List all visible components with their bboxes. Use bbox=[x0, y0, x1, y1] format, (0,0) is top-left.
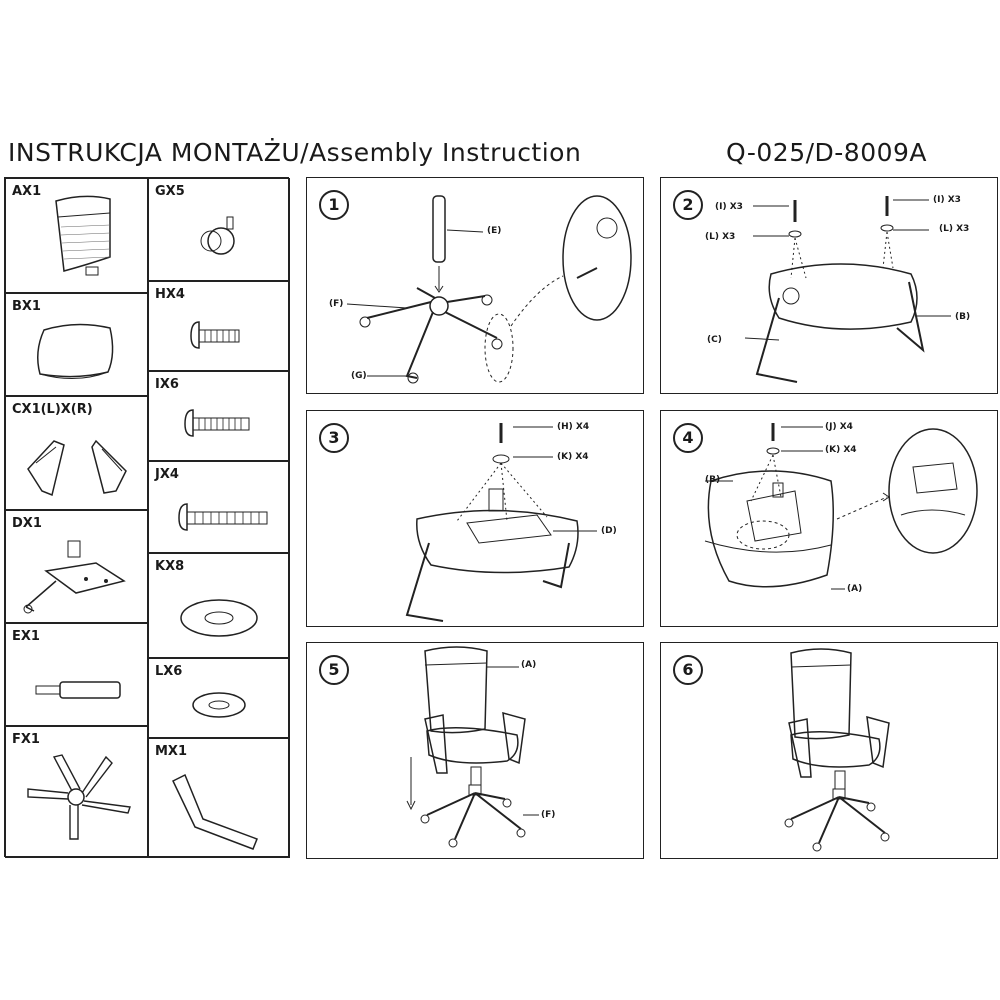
step-1-illustration bbox=[346, 195, 632, 384]
small-washer-icon bbox=[192, 692, 246, 718]
step-4-panel: 4 (J) X4 (K) X4 (B) (A) bbox=[660, 410, 998, 627]
short-bolt-icon bbox=[190, 321, 240, 349]
backrest-icon bbox=[55, 195, 111, 276]
part-gx-cell: GX5 bbox=[148, 178, 290, 281]
part-label: JX4 bbox=[155, 467, 179, 482]
callout-b: (B) bbox=[955, 312, 971, 322]
step-number: 3 bbox=[319, 423, 349, 453]
callout-l-left: (L) X3 bbox=[705, 232, 736, 242]
medium-bolt-icon bbox=[184, 409, 250, 437]
step-3-panel: 3 (H) X4 (K) X4 (D) bbox=[306, 410, 644, 627]
step-4-illustration bbox=[704, 423, 978, 590]
callout-b: (B) bbox=[705, 475, 721, 485]
assembled-chair-illustration bbox=[784, 648, 890, 852]
part-label: BX1 bbox=[12, 299, 41, 314]
callout-a: (A) bbox=[847, 584, 863, 594]
step-number: 4 bbox=[673, 423, 703, 453]
mechanism-icon bbox=[23, 540, 126, 614]
callout-k: (K) X4 bbox=[557, 452, 589, 462]
callout-i-left: (I) X3 bbox=[715, 202, 743, 212]
callout-l-right: (L) X3 bbox=[939, 224, 970, 234]
step-5-panel: 5 (A) (F) bbox=[306, 642, 644, 859]
callout-d: (D) bbox=[601, 526, 617, 536]
callout-i-right: (I) X3 bbox=[933, 195, 961, 205]
seat-icon bbox=[37, 323, 114, 380]
part-label: CX1(L)X(R) bbox=[12, 402, 93, 417]
part-label: MX1 bbox=[155, 744, 188, 759]
part-label: DX1 bbox=[12, 516, 42, 531]
callout-f: (F) bbox=[541, 810, 556, 820]
allen-key-icon bbox=[172, 773, 258, 850]
part-label: LX6 bbox=[155, 664, 183, 679]
part-ax-cell: AX1 bbox=[5, 178, 148, 293]
part-cx-cell: CX1(L)X(R) bbox=[5, 396, 148, 510]
part-ex-cell: EX1 bbox=[5, 623, 148, 726]
step-number: 2 bbox=[673, 190, 703, 220]
part-label: IX6 bbox=[155, 377, 179, 392]
callout-c: (C) bbox=[707, 335, 722, 345]
large-washer-icon bbox=[180, 599, 258, 637]
part-label: GX5 bbox=[155, 184, 185, 199]
gas-lift-icon bbox=[35, 681, 121, 699]
part-label: AX1 bbox=[12, 184, 42, 199]
part-dx-cell: DX1 bbox=[5, 510, 148, 623]
step-3-illustration bbox=[405, 423, 597, 622]
step-5-illustration bbox=[406, 646, 539, 848]
step-number: 1 bbox=[319, 190, 349, 220]
callout-h: (H) X4 bbox=[557, 422, 590, 432]
part-kx-cell: KX8 bbox=[148, 553, 290, 658]
step-6-panel: 6 bbox=[660, 642, 998, 859]
part-ix-cell: IX6 bbox=[148, 371, 290, 461]
long-bolt-icon bbox=[178, 503, 268, 531]
step-2-illustration bbox=[744, 196, 951, 383]
callout-j: (J) X4 bbox=[825, 422, 853, 432]
callout-g: (G) bbox=[351, 371, 367, 381]
part-jx-cell: JX4 bbox=[148, 461, 290, 553]
step-number: 6 bbox=[673, 655, 703, 685]
part-label: FX1 bbox=[12, 732, 40, 747]
part-hx-cell: HX4 bbox=[148, 281, 290, 371]
callout-a: (A) bbox=[521, 660, 537, 670]
part-mx-cell: MX1 bbox=[148, 738, 290, 858]
callout-k: (K) X4 bbox=[825, 445, 857, 455]
page-title: INSTRUKCJA MONTAŻU/Assembly Instruction bbox=[8, 138, 582, 167]
part-label: KX8 bbox=[155, 559, 185, 574]
part-label: HX4 bbox=[155, 287, 185, 302]
part-lx-cell: LX6 bbox=[148, 658, 290, 738]
model-number: Q-025/D-8009A bbox=[726, 138, 928, 167]
base-icon bbox=[27, 754, 131, 840]
part-label: EX1 bbox=[12, 629, 40, 644]
armrests-icon bbox=[27, 439, 127, 497]
step-1-panel: 1 (E) (F) (G) bbox=[306, 177, 644, 394]
caster-icon bbox=[200, 216, 235, 255]
parts-list: AX1 BX1 CX1(L)X(R) DX1 bbox=[4, 177, 290, 858]
callout-f: (F) bbox=[329, 299, 344, 309]
part-fx-cell: FX1 bbox=[5, 726, 148, 858]
step-number: 5 bbox=[319, 655, 349, 685]
part-bx-cell: BX1 bbox=[5, 293, 148, 396]
step-2-panel: 2 (I) X3 (L) X3 (I) X3 (L) X3 (B) (C) bbox=[660, 177, 998, 394]
callout-e: (E) bbox=[487, 226, 502, 236]
